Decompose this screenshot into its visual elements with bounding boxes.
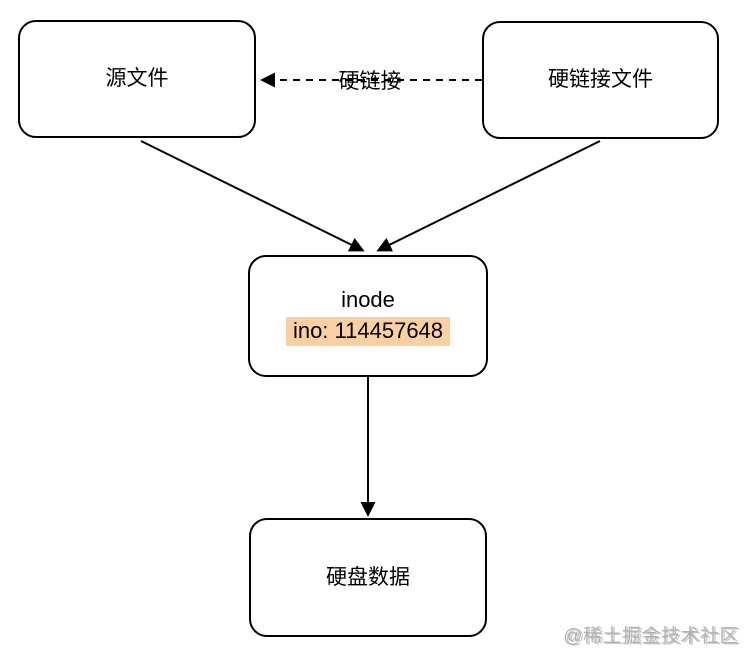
node-source-file: 源文件 bbox=[18, 20, 256, 138]
node-hardlink-file: 硬链接文件 bbox=[482, 21, 719, 139]
node-inode: inode ino: 114457648 bbox=[248, 255, 488, 377]
edge-source-to-inode bbox=[140, 140, 365, 252]
node-disk-data: 硬盘数据 bbox=[249, 518, 487, 637]
hardlink-edge-label: 硬链接 bbox=[338, 70, 402, 93]
source-file-label: 源文件 bbox=[105, 67, 169, 91]
hardlink-file-label: 硬链接文件 bbox=[548, 68, 653, 92]
inode-ino-highlight: ino: 114457648 bbox=[285, 316, 451, 346]
edge-hardlink-to-inode bbox=[376, 140, 601, 252]
watermark: @稀土掘金技术社区 bbox=[563, 626, 739, 647]
inode-title: inode bbox=[341, 287, 395, 313]
disk-data-label: 硬盘数据 bbox=[326, 565, 410, 589]
